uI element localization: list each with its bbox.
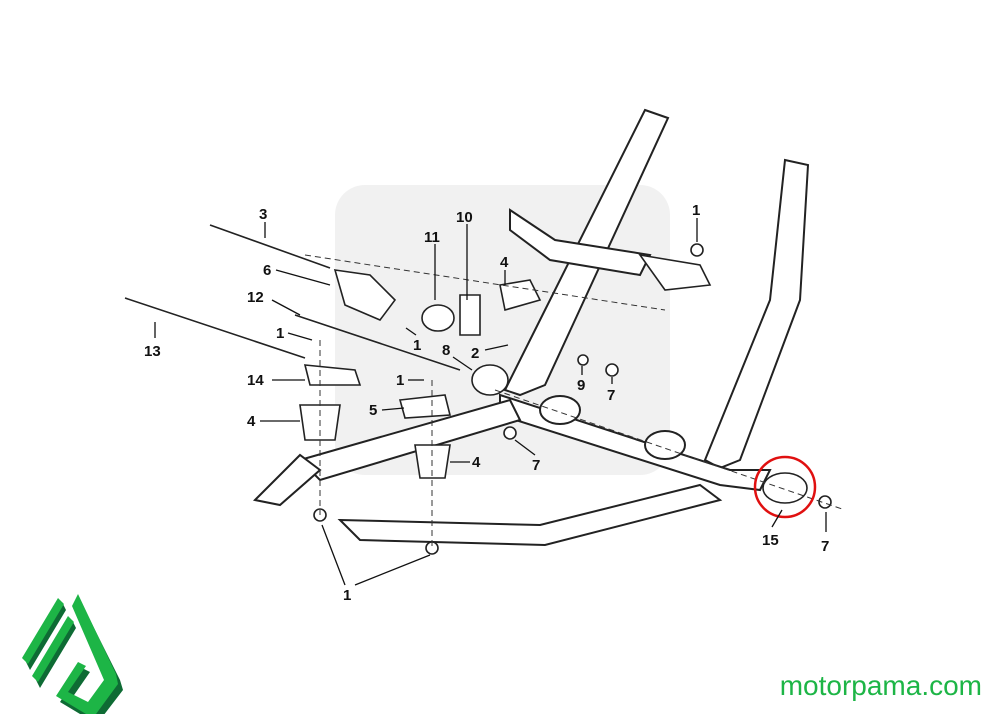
callout-label: 4 xyxy=(247,413,256,430)
callout-label: 1 xyxy=(396,372,404,389)
callout-label: 13 xyxy=(144,343,161,360)
callout-label: 14 xyxy=(247,372,264,389)
callout-label: 4 xyxy=(472,454,481,471)
callout-label: 1 xyxy=(692,202,700,219)
frame xyxy=(252,108,810,547)
brand-logo xyxy=(22,594,123,714)
callout-label: 6 xyxy=(263,262,271,279)
callouts: 3 6 11 10 4 1 12 1 13 1 8 2 9 7 14 1 4 5… xyxy=(144,202,829,604)
callout-label: 8 xyxy=(442,342,450,359)
parts xyxy=(124,224,846,555)
callout-label: 2 xyxy=(471,345,479,362)
callout-label: 7 xyxy=(532,457,540,474)
callout-label: 9 xyxy=(577,377,585,394)
callout-label: 7 xyxy=(607,387,615,404)
callout-label: 11 xyxy=(424,229,440,246)
callout-label: 5 xyxy=(369,402,377,419)
callout-label: 4 xyxy=(500,254,509,271)
highlight-circle xyxy=(753,455,817,519)
callout-label: 7 xyxy=(821,538,829,555)
callout-label: 12 xyxy=(247,289,264,306)
callout-label: 1 xyxy=(413,337,421,354)
callout-label: 1 xyxy=(343,587,351,604)
callout-label: 1 xyxy=(276,325,284,342)
callout-label: 10 xyxy=(456,209,473,226)
website-url: motorpama.com xyxy=(779,670,982,701)
callout-label: 3 xyxy=(259,206,267,223)
callout-label: 15 xyxy=(762,532,779,549)
watermark xyxy=(335,185,670,475)
